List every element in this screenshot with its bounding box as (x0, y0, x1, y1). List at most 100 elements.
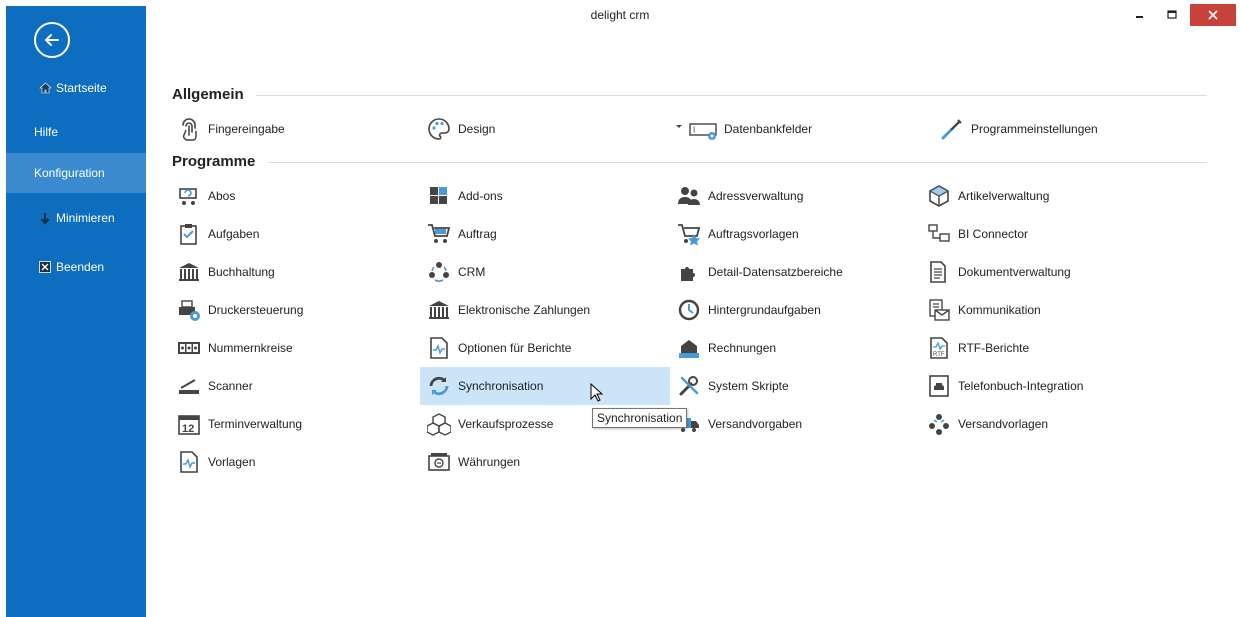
tools-icon (676, 373, 702, 399)
item-system-skripte[interactable]: System Skripte (670, 367, 920, 405)
mouse-cursor-icon (590, 383, 604, 402)
close-button[interactable] (1190, 4, 1236, 26)
item-label: Rechnungen (708, 341, 777, 355)
item-label: Nummernkreise (208, 341, 293, 355)
section-title-allgemein: Allgemein (172, 86, 244, 103)
cart-icon (176, 183, 202, 209)
item-artikelverwaltung[interactable]: Artikelverwaltung (920, 177, 1170, 215)
box-icon (926, 183, 952, 209)
rtf-report-icon: RTF (926, 335, 952, 361)
item-versandvorgaben[interactable]: Versandvorgaben (670, 405, 920, 443)
people-cycle-icon (426, 259, 452, 285)
cubes-icon (426, 411, 452, 437)
item-rechnungen[interactable]: Rechnungen (670, 329, 920, 367)
counter-icon (176, 335, 202, 361)
item-label: Druckersteuerung (208, 303, 304, 317)
item-bi-connector[interactable]: BI Connector (920, 215, 1170, 253)
item-kommunikation[interactable]: Kommunikation (920, 291, 1170, 329)
item-label: Programmeinstellungen (971, 122, 1098, 136)
calendar-icon: 12 (176, 411, 202, 437)
item-label: Fingereingabe (208, 122, 285, 136)
minimize-icon (1136, 16, 1143, 18)
minimize-button[interactable] (1130, 4, 1150, 26)
item-label: Auftragsvorlagen (708, 227, 799, 241)
item-abos[interactable]: Abos (170, 177, 420, 215)
item-label: Elektronische Zahlungen (458, 303, 591, 317)
sync-icon (426, 373, 452, 399)
tooltip: Synchronisation (592, 408, 688, 428)
item-label: Buchhaltung (208, 265, 275, 279)
item-telefonbuch-integration[interactable]: Telefonbuch-Integration (920, 367, 1170, 405)
section-title-programme: Programme (172, 153, 256, 170)
maximize-button[interactable] (1162, 4, 1182, 26)
currency-icon (426, 449, 452, 475)
back-button[interactable] (34, 22, 70, 58)
item-programmeinstellungen[interactable]: Programmeinstellungen (933, 110, 1183, 148)
section-divider (256, 95, 1207, 96)
item-label: CRM (458, 265, 486, 279)
item-label: Scanner (208, 379, 253, 393)
item-crm[interactable]: CRM (420, 253, 670, 291)
arrow-down-icon (38, 211, 52, 225)
item-label: Detail-Datensatzbereiche (708, 265, 843, 279)
people-group-icon (926, 411, 952, 437)
svg-text:12: 12 (182, 423, 194, 435)
sidebar-item-label: Hilfe (34, 125, 59, 139)
documents-icon (926, 259, 952, 285)
connector-icon (926, 221, 952, 247)
item-verkaufsprozesse[interactable]: Verkaufsprozesse (420, 405, 670, 443)
item-datenbankfelder[interactable]: I Datenbankfelder (670, 110, 920, 148)
item-währungen[interactable]: Währungen (420, 443, 670, 481)
item-vorlagen[interactable]: Vorlagen (170, 443, 420, 481)
cart-icon (426, 221, 452, 247)
window-title: delight crm (590, 8, 650, 22)
sidebar-item-beenden[interactable]: Beenden (6, 247, 146, 287)
item-label: BI Connector (958, 227, 1029, 241)
palette-icon (426, 116, 452, 142)
item-label: Aufgaben (208, 227, 260, 241)
phonebook-icon (926, 373, 952, 399)
item-label: Design (458, 122, 496, 136)
item-label: Artikelverwaltung (958, 189, 1050, 203)
fingerprint-icon (176, 116, 202, 142)
item-aufgaben[interactable]: Aufgaben (170, 215, 420, 253)
sidebar-item-konfiguration[interactable]: Konfiguration (6, 153, 146, 193)
item-label: Vorlagen (208, 455, 256, 469)
item-druckersteuerung[interactable]: Druckersteuerung (170, 291, 420, 329)
arrow-left-icon (45, 34, 59, 46)
report-icon (426, 335, 452, 361)
item-buchhaltung[interactable]: Buchhaltung (170, 253, 420, 291)
item-design[interactable]: Design (420, 110, 670, 148)
item-label: Kommunikation (958, 303, 1041, 317)
item-auftragsvorlagen[interactable]: Auftragsvorlagen (670, 215, 920, 253)
item-label: Abos (208, 189, 236, 203)
sidebar-item-hilfe[interactable]: Hilfe (6, 112, 146, 152)
scanner-icon (176, 373, 202, 399)
item-adressverwaltung[interactable]: Adressverwaltung (670, 177, 920, 215)
item-optionen-für-berichte[interactable]: Optionen für Berichte (420, 329, 670, 367)
item-fingereingabe[interactable]: Fingereingabe (170, 110, 420, 148)
item-label: Versandvorgaben (708, 417, 803, 431)
item-auftrag[interactable]: Auftrag (420, 215, 670, 253)
item-scanner[interactable]: Scanner (170, 367, 420, 405)
home-icon (38, 81, 52, 95)
item-detail-datensatzbereiche[interactable]: Detail-Datensatzbereiche (670, 253, 920, 291)
item-dokumentverwaltung[interactable]: Dokumentverwaltung (920, 253, 1170, 291)
mail-document-icon (926, 297, 952, 323)
item-elektronische-zahlungen[interactable]: Elektronische Zahlungen (420, 291, 670, 329)
item-add-ons[interactable]: Add-ons (420, 177, 670, 215)
item-versandvorlagen[interactable]: Versandvorlagen (920, 405, 1170, 443)
puzzle-piece-icon (676, 259, 702, 285)
sidebar-item-startseite[interactable]: Startseite (6, 68, 146, 108)
item-label: System Skripte (708, 379, 789, 393)
close-icon (1208, 10, 1218, 20)
template-icon (176, 449, 202, 475)
svg-text:RTF: RTF (933, 352, 945, 358)
cart-star-icon (676, 221, 702, 247)
item-hintergrundaufgaben[interactable]: Hintergrundaufgaben (670, 291, 920, 329)
item-synchronisation[interactable]: Synchronisation (420, 367, 670, 405)
sidebar-item-minimieren[interactable]: Minimieren (6, 198, 146, 238)
item-nummernkreise[interactable]: Nummernkreise (170, 329, 420, 367)
